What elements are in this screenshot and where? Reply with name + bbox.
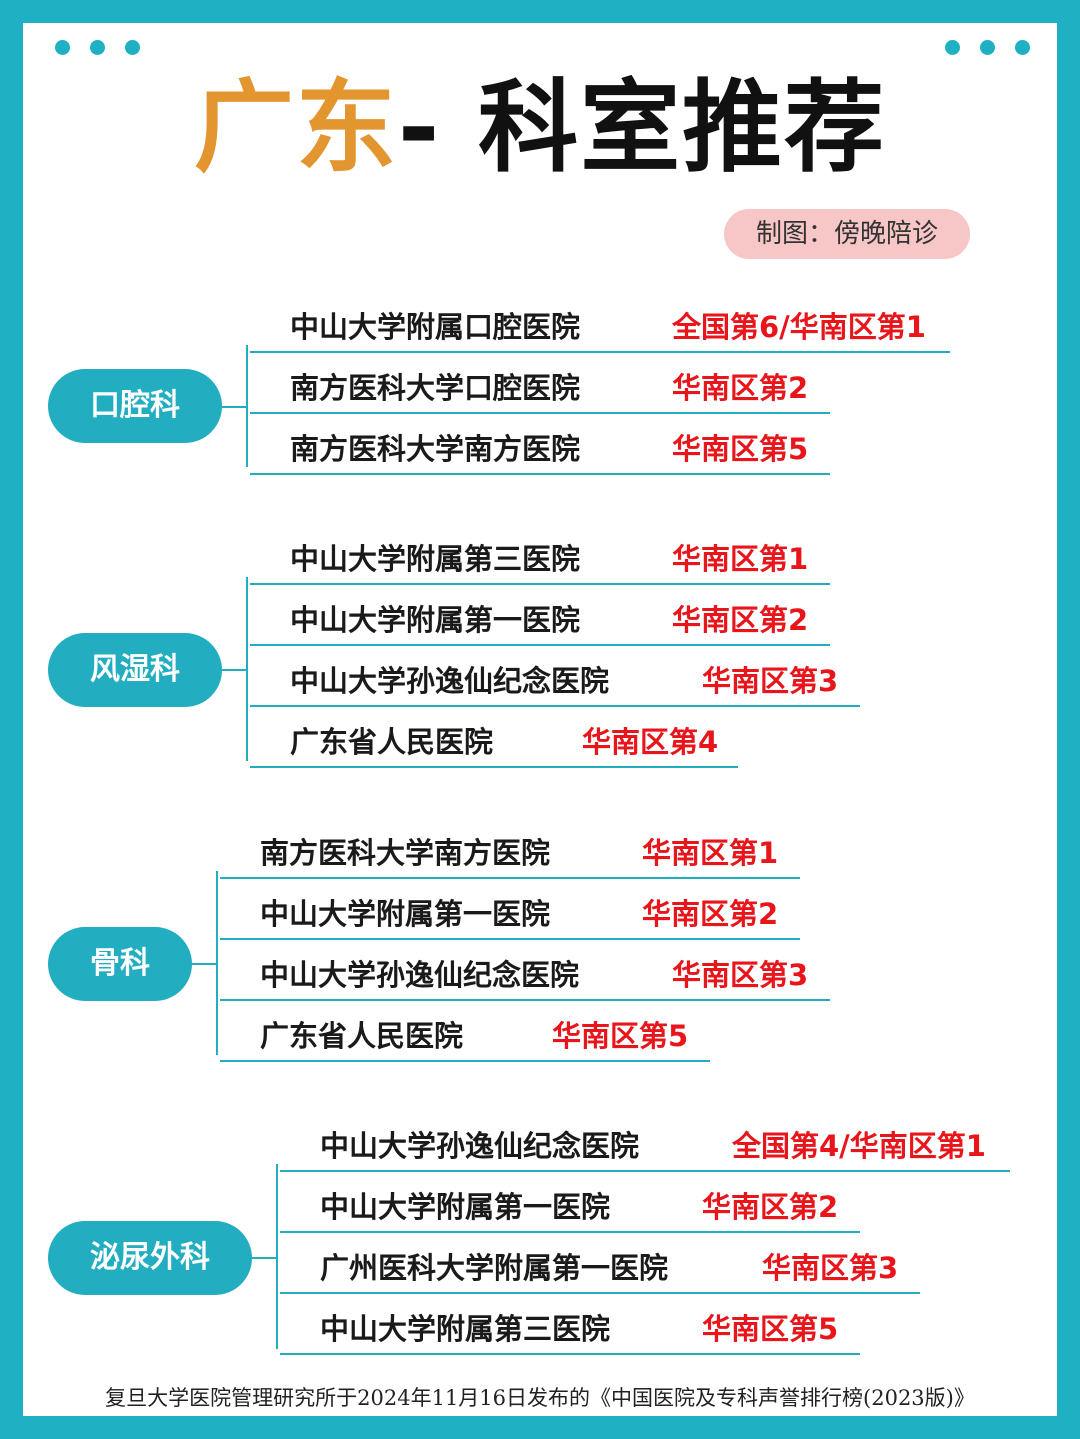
rank-label: 华南区第3: [762, 1251, 899, 1285]
hospital-name: 广州医科大学附属第一医院: [320, 1251, 669, 1285]
row-underline: [250, 351, 950, 353]
connector-line: [222, 406, 248, 408]
department-pill: 风湿科: [48, 633, 222, 707]
hospital-name: 广东省人民医院: [290, 725, 494, 759]
decorative-dots-left: [55, 40, 140, 55]
connector-line: [252, 1257, 278, 1259]
title-main: - 科室推荐: [397, 69, 887, 186]
rank-label: 华南区第1: [642, 836, 779, 870]
decorative-dots-right: [945, 40, 1030, 55]
rank-label: 华南区第4: [582, 725, 719, 759]
dot-icon: [125, 40, 140, 55]
row-underline: [280, 1353, 860, 1355]
branch-line: [276, 1164, 278, 1349]
department-pill: 口腔科: [48, 369, 222, 443]
source-footnote: 复旦大学医院管理研究所于2024年11月16日发布的《中国医院及专科声誉排行榜(…: [105, 1386, 975, 1410]
department-pill: 泌尿外科: [48, 1221, 252, 1295]
dot-icon: [55, 40, 70, 55]
rank-label: 全国第6/华南区第1: [672, 310, 926, 344]
hospital-name: 中山大学孙逸仙纪念医院: [290, 664, 610, 698]
hospital-name: 中山大学附属第三医院: [290, 542, 581, 576]
hospital-name: 广东省人民医院: [260, 1019, 464, 1053]
rank-label: 全国第4/华南区第1: [732, 1129, 986, 1163]
hospital-name: 中山大学附属口腔医院: [290, 310, 581, 344]
row-underline: [250, 473, 830, 475]
connector-line: [222, 669, 248, 671]
branch-line: [246, 577, 248, 761]
rank-label: 华南区第3: [672, 958, 809, 992]
credit-badge: 制图：傍晚陪诊: [724, 209, 970, 259]
rank-label: 华南区第2: [672, 603, 809, 637]
hospital-name: 中山大学附属第一医院: [260, 897, 551, 931]
hospital-name: 中山大学附属第三医院: [320, 1312, 611, 1346]
hospital-name: 南方医科大学南方医院: [290, 432, 581, 466]
connector-line: [192, 963, 218, 965]
rank-label: 华南区第2: [672, 371, 809, 405]
row-underline: [220, 938, 800, 940]
page-title: 广东- 科室推荐: [0, 68, 1080, 188]
department-pill: 骨科: [48, 927, 192, 1001]
row-underline: [250, 766, 738, 768]
hospital-name: 南方医科大学口腔医院: [290, 371, 581, 405]
rank-label: 华南区第1: [672, 542, 809, 576]
title-region: 广东: [193, 69, 398, 186]
hospital-name: 南方医科大学南方医院: [260, 836, 551, 870]
row-underline: [280, 1231, 860, 1233]
rank-label: 华南区第2: [642, 897, 779, 931]
row-underline: [280, 1292, 920, 1294]
hospital-name: 中山大学附属第一医院: [320, 1190, 611, 1224]
row-underline: [220, 877, 800, 879]
rank-label: 华南区第5: [672, 432, 809, 466]
dot-icon: [945, 40, 960, 55]
hospital-name: 中山大学孙逸仙纪念医院: [260, 958, 580, 992]
row-underline: [250, 644, 830, 646]
row-underline: [220, 1060, 710, 1062]
row-underline: [250, 583, 830, 585]
rank-label: 华南区第5: [702, 1312, 839, 1346]
dot-icon: [980, 40, 995, 55]
branch-line: [216, 871, 218, 1055]
hospital-name: 中山大学附属第一医院: [290, 603, 581, 637]
rank-label: 华南区第5: [552, 1019, 689, 1053]
branch-line: [246, 345, 248, 467]
hospital-name: 中山大学孙逸仙纪念医院: [320, 1129, 640, 1163]
row-underline: [250, 705, 860, 707]
dot-icon: [1015, 40, 1030, 55]
row-underline: [280, 1170, 1010, 1172]
rank-label: 华南区第3: [702, 664, 839, 698]
row-underline: [250, 412, 830, 414]
dot-icon: [90, 40, 105, 55]
row-underline: [220, 999, 830, 1001]
rank-label: 华南区第2: [702, 1190, 839, 1224]
